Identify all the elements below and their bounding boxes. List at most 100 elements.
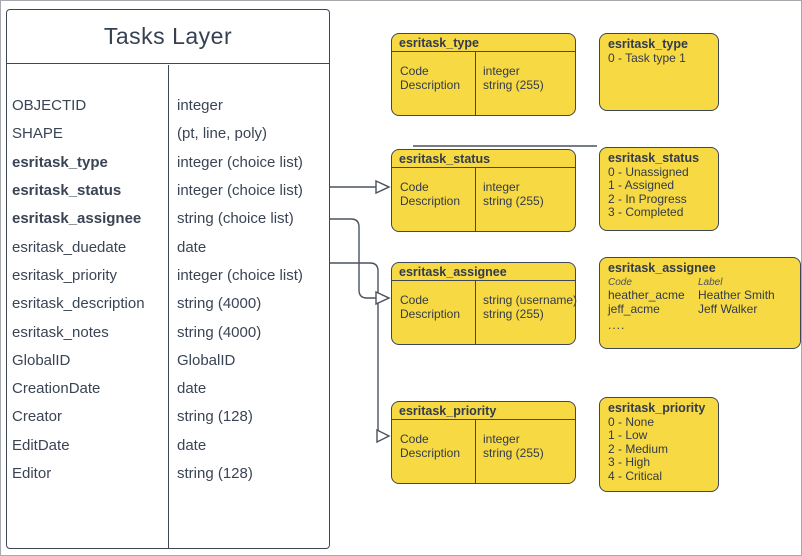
code-table-cell: Code	[400, 180, 429, 194]
field-name-cell: esritask_priority	[12, 266, 118, 284]
domain-cell: heather_acme	[608, 288, 685, 303]
domain-value: 1 - Low	[608, 428, 648, 443]
code-table-cell: Code	[400, 432, 429, 446]
field-name-cell: esritask_status	[12, 182, 122, 200]
code-table-cell: string (255)	[483, 78, 544, 92]
arrowhead-priority	[376, 428, 391, 444]
field-type-cell: date	[177, 238, 207, 256]
code-table-cell: string (255)	[483, 446, 544, 460]
field-name-cell: esritask_assignee	[12, 210, 142, 228]
field-name-cell: esritask_notes	[12, 323, 109, 341]
code-table-field-types: string (username)string (255)	[483, 293, 577, 321]
field-type-cell: string (128)	[177, 465, 253, 482]
field-name-cell: esritask_duedate	[12, 238, 127, 256]
field-name-cell: esritask_description	[12, 295, 145, 313]
domain-col-header: Code	[608, 276, 632, 288]
code-table-cell: string (255)	[483, 307, 544, 321]
column-divider	[168, 64, 169, 548]
code-table-column-divider	[475, 52, 476, 115]
domain-value: 0 - None	[608, 414, 655, 429]
field-type-cell: string (4000)	[177, 323, 262, 341]
code-table-cell: integer	[483, 432, 520, 446]
connector-priority-line	[330, 262, 387, 437]
code-table-column-divider	[475, 168, 476, 231]
arrowhead-assignee	[375, 290, 391, 306]
domain-value: 1 - Assigned	[608, 178, 675, 193]
code-table-column-divider	[475, 420, 476, 483]
domain-value: 0 - Task type 1	[608, 50, 686, 65]
domain-col-header: Label	[698, 276, 723, 288]
field-type-cell: date	[177, 436, 207, 454]
code-table-cell: Code	[400, 293, 429, 307]
code-table-column-divider	[475, 281, 476, 344]
field-name-cell: Editor	[12, 465, 52, 482]
domain-value: 2 - Medium	[608, 441, 669, 456]
tasks-layer-title: Tasks Layer	[7, 10, 329, 64]
code-table-cell: Code	[400, 64, 429, 78]
code-table-cell: Description	[400, 78, 461, 92]
field-type-cell: integer	[177, 97, 223, 115]
field-name-cell: Creator	[12, 408, 63, 426]
domain-value: 3 - Completed	[608, 205, 684, 220]
field-type-cell: date	[177, 380, 207, 398]
field-type-cell: integer (choice list)	[177, 182, 303, 200]
table-row: esritask_type integer (choice list)	[7, 148, 329, 176]
field-name-cell: esritask_type	[12, 153, 108, 171]
table-row: SHAPE(pt, line, poly)	[7, 120, 329, 148]
domain-cell: Heather Smith	[698, 288, 775, 303]
domain-cell: Jeff Walker	[698, 301, 758, 316]
domain-title: esritask_priority	[608, 401, 706, 415]
field-type-cell: integer (choice list)	[177, 153, 303, 171]
domain-value: 2 - In Progress	[608, 191, 687, 206]
domain-title: esritask_assignee	[608, 261, 716, 275]
code-table-cell: string (username)	[483, 293, 578, 307]
code-table-cell: integer	[483, 64, 520, 78]
code-table-title: esritask_priority	[392, 402, 575, 420]
domain-cell: jeff_acme	[608, 301, 660, 316]
code-table-cell: Description	[400, 446, 461, 460]
domain-value-table: Code Label heather_acme Heather Smith jeff_a…	[608, 276, 796, 317]
table-row: esritask_assignee string (choice list)	[7, 205, 329, 233]
table-row: Editor string (128)	[7, 459, 329, 487]
code-table-cell: integer	[483, 180, 520, 194]
code-table-cell: Description	[400, 307, 461, 321]
code-table-title: esritask_type	[392, 34, 575, 52]
field-type-cell: string (choice list)	[177, 210, 294, 228]
table-row: esritask_duedate date	[7, 233, 329, 261]
table-row: esritask_notes string (4000)	[7, 318, 329, 346]
domain-title: esritask_type	[608, 37, 688, 51]
domain-value: 3 - High	[608, 455, 651, 470]
code-table-title: esritask_assignee	[392, 263, 575, 281]
code-table-title: esritask_status	[392, 150, 575, 168]
field-name-cell: GlobalID	[12, 351, 71, 369]
code-table-cell: Description	[400, 194, 461, 208]
field-name-cell: CreationDate	[12, 380, 101, 398]
field-type-cell: string (128)	[177, 408, 253, 426]
connector-assignee-line	[330, 218, 376, 299]
table-row: esritask_status integer (choice list)	[7, 176, 329, 204]
field-name-cell: OBJECTID	[12, 97, 87, 115]
domain-more-indicator: ....	[608, 318, 626, 333]
